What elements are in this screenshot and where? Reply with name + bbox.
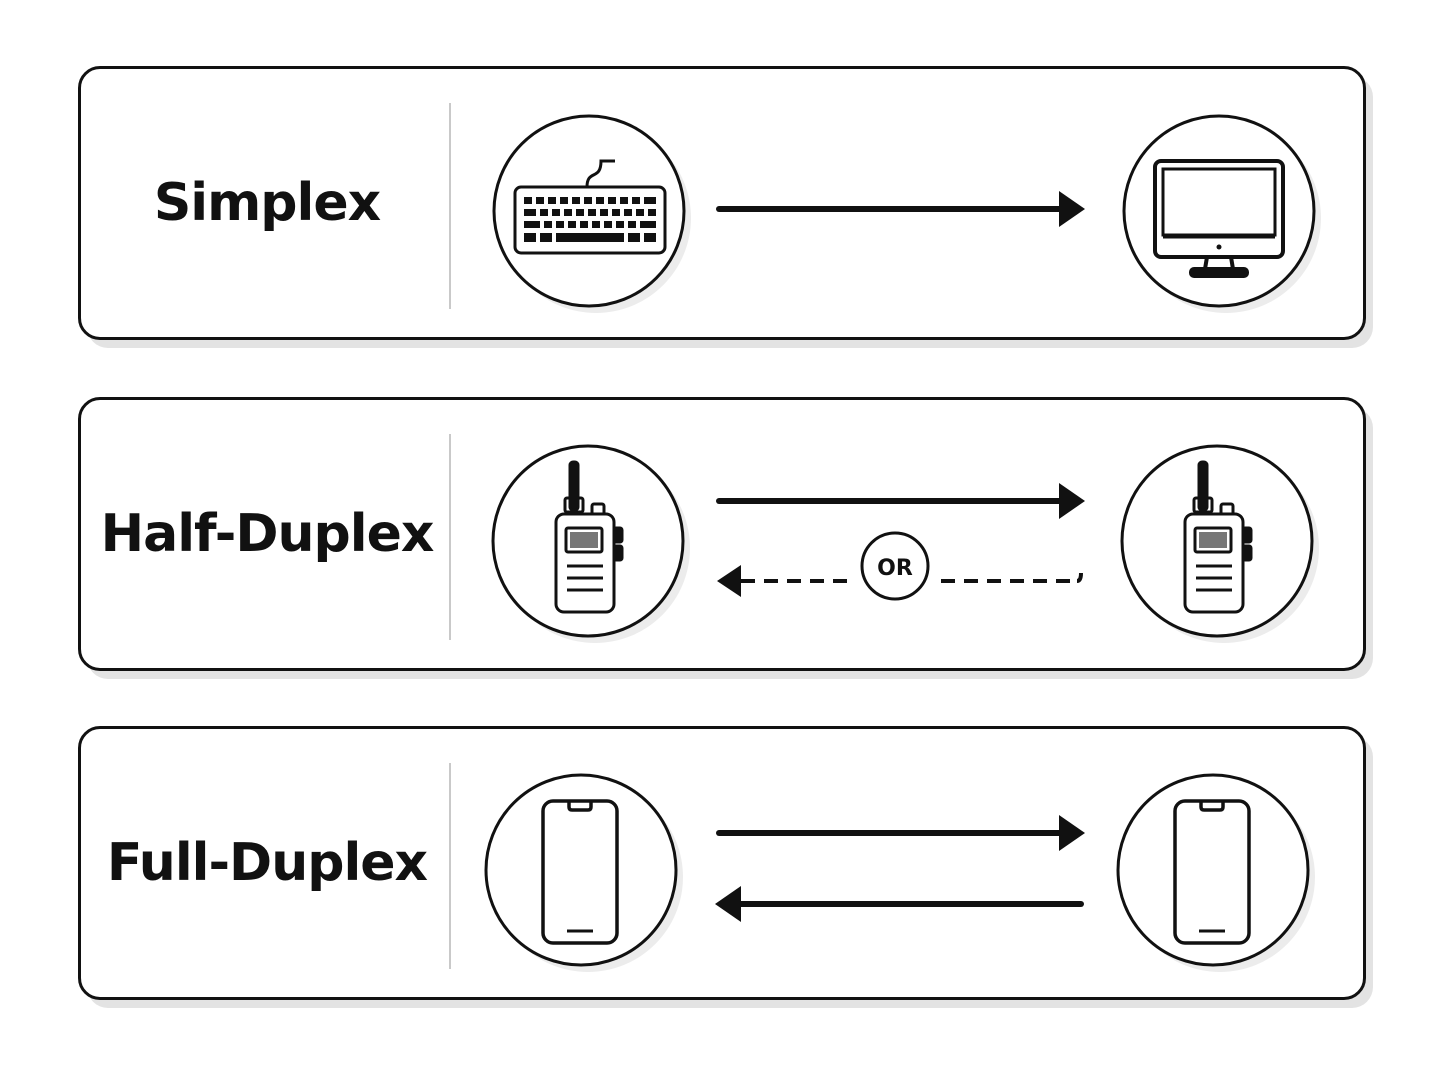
half-duplex-label: Half-Duplex (100, 504, 435, 564)
backward-dashed-arrow (717, 565, 1083, 597)
forward-arrow (716, 815, 1085, 851)
monitor-node (1122, 114, 1321, 313)
full-duplex-panel: Full-Duplex (78, 726, 1366, 1000)
monitor-icon (1153, 159, 1285, 278)
keyboard-node (492, 114, 691, 313)
simplex-panel: Simplex (78, 66, 1366, 340)
forward-arrow (716, 483, 1085, 519)
half-duplex-diagram: OR (491, 444, 1319, 643)
backward-arrow (715, 886, 1084, 922)
smartphone-icon (1173, 799, 1251, 945)
full-duplex-label: Full-Duplex (106, 833, 428, 893)
panel-divider (449, 434, 451, 640)
walkie-talkie-icon (554, 460, 624, 614)
right-walkie-node (1120, 444, 1319, 643)
full-duplex-diagram (484, 773, 1315, 972)
or-label: OR (877, 556, 913, 581)
forward-arrow (716, 191, 1085, 227)
walkie-talkie-icon (1183, 460, 1253, 614)
keyboard-icon (513, 159, 667, 255)
left-walkie-node (491, 444, 690, 643)
smartphone-icon (541, 799, 619, 945)
left-phone-node (484, 773, 683, 972)
or-badge: OR (860, 531, 930, 601)
half-duplex-panel: Half-Duplex (78, 397, 1366, 671)
panel-divider (449, 103, 451, 309)
simplex-diagram (492, 114, 1321, 313)
panel-divider (449, 763, 451, 969)
right-phone-node (1116, 773, 1315, 972)
simplex-label: Simplex (153, 173, 381, 233)
